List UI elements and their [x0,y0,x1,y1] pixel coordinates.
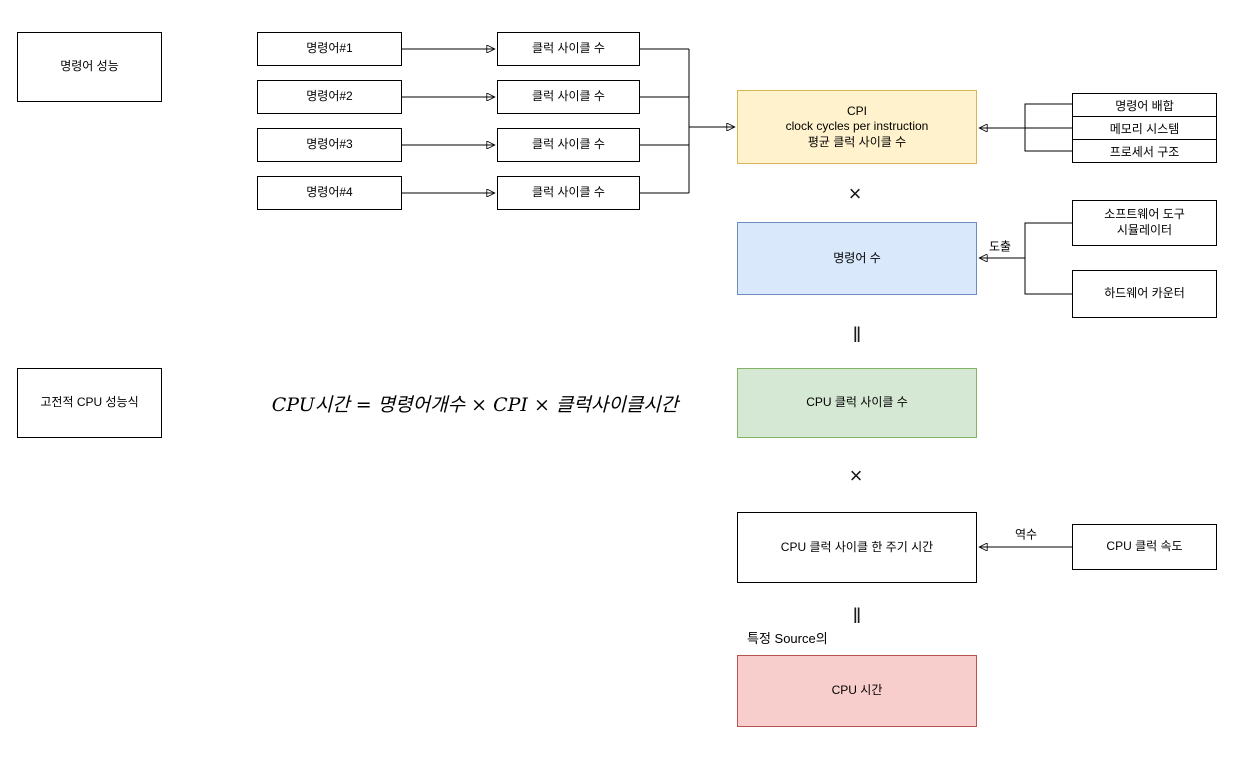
equals-operator-2: ‖ [852,605,862,628]
node-clock-cycle-count-2: 클럭 사이클 수 [497,80,640,114]
cpi-acronym: CPI [846,103,867,118]
inverse-edge-label: 역수 [1012,525,1040,543]
node-label-line2: 시뮬레이터 [1116,223,1173,237]
node-label: CPU 클럭 속도 [1106,539,1183,554]
count-sources-bracket [1024,222,1072,295]
factor-instruction-mix: 명령어 배합 [1073,94,1216,117]
node-instruction-3: 명령어#3 [257,128,402,162]
node-label: 명령어 수 [833,250,881,265]
derive-edge-label: 도출 [986,237,1014,255]
node-cpu-clock-cycle-count: CPU 클럭 사이클 수 [737,368,977,438]
cpu-time-formula: CPU시간 = 명령어개수 × CPI × 클럭사이클시간 [271,393,679,416]
node-label: CPU 클럭 사이클 한 주기 시간 [780,539,934,554]
node-classic-cpu-formula: 고전적 CPU 성능식 [17,368,162,438]
multiply-operator-2: × [849,463,863,488]
node-hardware-counter: 하드웨어 카운터 [1072,270,1217,318]
cpi-korean: 평균 클럭 사이클 수 [807,134,907,149]
node-cpu-clock-speed: CPU 클럭 속도 [1072,524,1217,570]
multiply-operator-1: × [848,181,862,206]
factor-processor-structure: 프로세서 구조 [1109,144,1180,159]
node-cpi-factors: 명령어 배합 메모리 시스템 프로세서 구조 [1072,93,1217,163]
node-label: 고전적 CPU 성능식 [40,395,139,410]
node-instruction-2: 명령어#2 [257,80,402,114]
cpi-english: clock cycles per instruction [785,119,929,134]
clockcycle-bus-bracket [640,48,690,194]
node-instruction-4: 명령어#4 [257,176,402,210]
node-label: 명령어#2 [306,89,353,104]
node-clock-cycle-count-4: 클럭 사이클 수 [497,176,640,210]
node-label: 하드웨어 카운터 [1104,286,1185,301]
node-label: 명령어#4 [306,185,353,200]
node-label: 명령어#1 [306,41,353,56]
specific-source-note: 특정 Source의 [747,631,828,646]
node-label: 클럭 사이클 수 [532,41,605,56]
node-clock-cycle-count-3: 클럭 사이클 수 [497,128,640,162]
node-label: 명령어 성능 [60,59,119,74]
node-label: 클럭 사이클 수 [532,89,605,104]
node-instruction-performance: 명령어 성능 [17,32,162,102]
factor-memory-system: 메모리 시스템 [1073,117,1216,140]
node-label: CPU 클럭 사이클 수 [806,395,908,410]
node-label: 클럭 사이클 수 [532,137,605,152]
node-cpu-time: CPU 시간 [737,655,977,727]
node-clock-cycle-count-1: 클럭 사이클 수 [497,32,640,66]
equals-operator-1: ‖ [852,324,862,347]
node-label: 명령어#3 [306,137,353,152]
node-software-tool-simulator: 소프트웨어 도구 시뮬레이터 [1072,200,1217,246]
node-instruction-count: 명령어 수 [737,222,977,295]
node-clock-cycle-period: CPU 클럭 사이클 한 주기 시간 [737,512,977,583]
node-instruction-1: 명령어#1 [257,32,402,66]
node-label: CPU 시간 [831,683,883,698]
node-cpi: CPI clock cycles per instruction 평균 클럭 사… [737,90,977,164]
node-label-line1: 소프트웨어 도구 [1104,207,1185,222]
node-label: 클럭 사이클 수 [532,185,605,200]
